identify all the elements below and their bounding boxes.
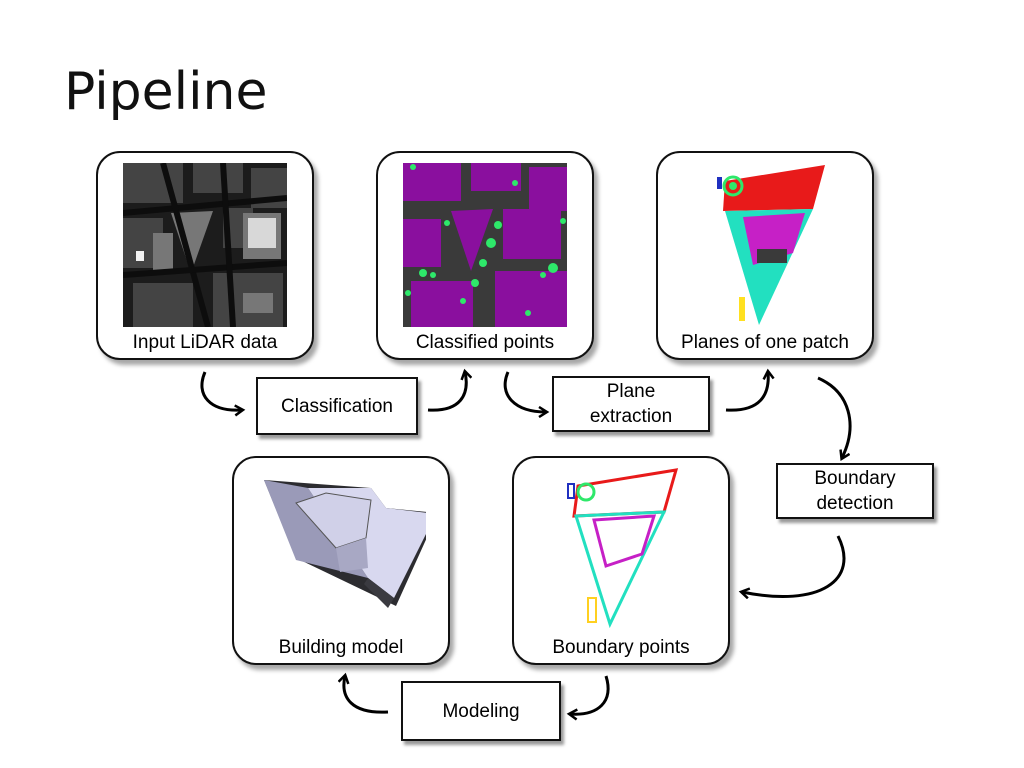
card-planes-of-one-patch: Planes of one patch <box>656 151 874 360</box>
arrow-modeling-out <box>344 676 389 714</box>
arrow-plane-extraction-out <box>725 372 768 412</box>
card-input-lidar: Input LiDAR data <box>96 151 314 360</box>
building-model-image <box>264 480 426 608</box>
arrow-to-modeling <box>570 675 610 714</box>
card-caption: Planes of one patch <box>681 332 849 353</box>
card-caption: Input LiDAR data <box>132 332 278 353</box>
arrow-to-plane-extraction <box>503 371 546 412</box>
step-boundary-detection: Boundary detection <box>776 463 934 519</box>
boundary-points-image <box>567 468 679 629</box>
card-classified-points: Classified points <box>376 151 594 360</box>
classified-points-image <box>403 163 567 327</box>
card-caption: Boundary points <box>552 637 690 658</box>
card-building-model: Building model <box>232 456 450 665</box>
card-caption: Classified points <box>415 332 555 353</box>
step-classification: Classification <box>256 377 418 435</box>
step-modeling: Modeling <box>401 681 561 741</box>
arrow-classification-out <box>427 372 466 412</box>
planes-image <box>717 165 825 325</box>
card-caption: Building model <box>278 637 404 658</box>
arrow-to-boundary-detection <box>817 376 852 458</box>
slide-title: Pipeline <box>64 62 268 122</box>
step-plane-extraction: Plane extraction <box>552 376 710 432</box>
arrow-to-classification <box>200 371 242 410</box>
lidar-depth-image <box>123 163 287 327</box>
arrow-boundary-detection-out <box>742 535 846 597</box>
card-boundary-points: Boundary points <box>512 456 730 665</box>
